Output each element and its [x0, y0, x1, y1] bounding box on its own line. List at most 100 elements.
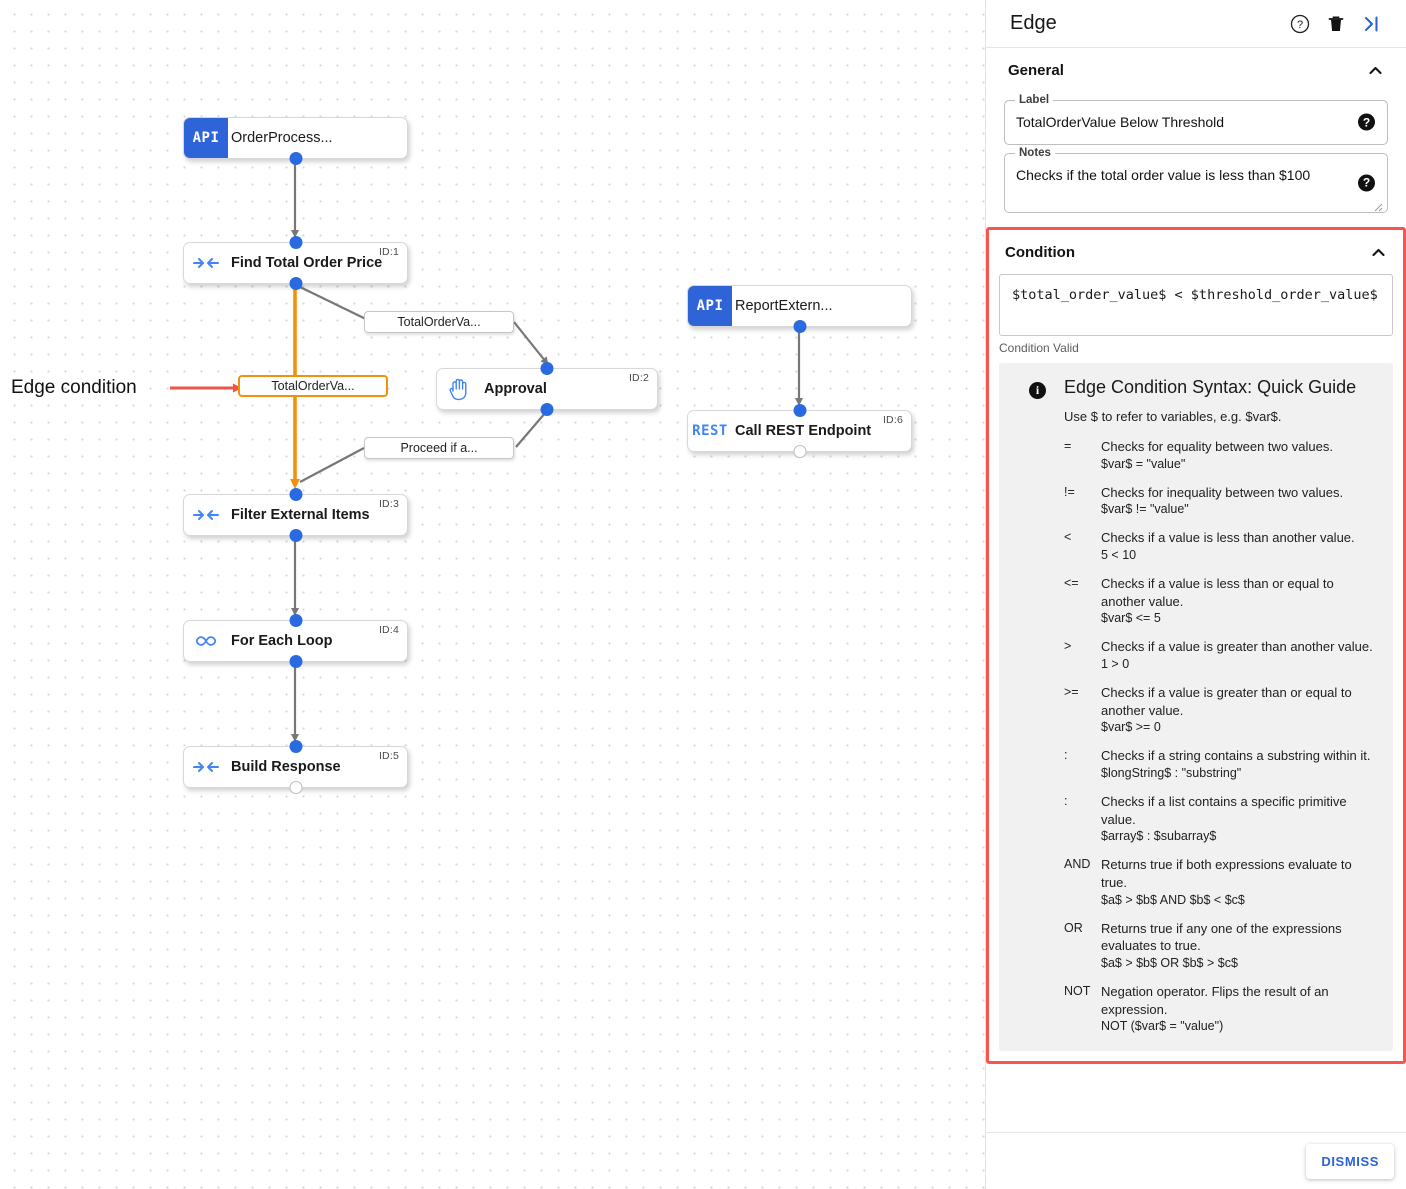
node-id-label: ID:3 [378, 498, 399, 510]
operator-description: Checks if a value is greater than or equ… [1101, 685, 1352, 718]
node-title: Call REST Endpoint [735, 423, 872, 439]
condition-expression-input[interactable]: $total_order_value$ < $threshold_order_v… [999, 274, 1393, 336]
node-filter-external-items[interactable]: Filter External Items ID:3 [183, 488, 408, 542]
node-output-port[interactable] [540, 403, 554, 416]
notes-field-legend: Notes [1015, 146, 1055, 159]
edge-label-total-order-value-selected[interactable]: TotalOrderVa... [238, 375, 388, 397]
chevron-up-icon[interactable] [1366, 61, 1384, 79]
guide-title: Edge Condition Syntax: Quick Guide [1064, 377, 1357, 397]
general-section-title: General [1008, 61, 1064, 79]
notes-help-icon[interactable]: ? [1358, 174, 1375, 192]
operator-example: $var$ = "value" [1101, 456, 1186, 471]
node-output-port[interactable] [289, 655, 302, 668]
node-for-each-loop[interactable]: For Each Loop ID:4 [183, 614, 408, 668]
node-input-port[interactable] [289, 740, 302, 753]
node-output-port[interactable] [289, 529, 302, 542]
label-field-legend: Label [1015, 94, 1054, 106]
guide-header: i Edge Condition Syntax: Quick Guide [1013, 377, 1379, 399]
node-title: Approval [484, 381, 547, 397]
operator-body: Negation operator. Flips the result of a… [1101, 983, 1379, 1035]
svg-text:?: ? [1297, 19, 1303, 31]
operator-symbol: = [1064, 439, 1072, 453]
help-icon[interactable]: ? [1286, 10, 1314, 38]
node-output-port[interactable] [793, 320, 807, 333]
annotation-edge-condition: Edge condition [11, 377, 137, 398]
node-build-response[interactable]: Build Response ID:5 [183, 740, 408, 794]
operator-symbol: AND [1064, 857, 1091, 872]
node-title: Build Response [231, 759, 341, 775]
dismiss-button[interactable]: DISMISS [1306, 1144, 1394, 1179]
node-input-port[interactable] [289, 236, 302, 249]
operator-description: Checks if a value is less than another v… [1101, 530, 1355, 546]
collapse-panel-icon[interactable] [1358, 10, 1386, 38]
operator-row: < Checks if a value is less than another… [1064, 529, 1379, 564]
node-id-label: ID:2 [628, 372, 649, 384]
operator-example: $var$ >= 0 [1101, 720, 1161, 735]
operator-row: <= Checks if a value is less than or equ… [1064, 575, 1379, 627]
transform-icon [184, 747, 228, 787]
node-find-total-order-price[interactable]: Find Total Order Price ID:1 [183, 236, 408, 290]
notes-field[interactable]: Notes Checks if the total order value is… [1004, 146, 1388, 213]
node-order-process[interactable]: API OrderProcess... [183, 117, 408, 165]
operator-example: $array$ : $subarray$ [1101, 829, 1217, 844]
edge-label-total-order-value-upper[interactable]: TotalOrderVa... [364, 311, 514, 333]
operator-description: Checks if a value is less than or equal … [1101, 576, 1334, 609]
node-approval[interactable]: Approval ID:2 [436, 362, 658, 416]
operator-row: = Checks for equality between two values… [1064, 438, 1379, 473]
node-input-port[interactable] [540, 362, 554, 375]
operator-table: = Checks for equality between two values… [1064, 438, 1379, 1035]
operator-symbol: : [1064, 794, 1068, 809]
operator-body: Checks if a value is greater than anothe… [1101, 638, 1379, 673]
node-title: OrderProcess... [231, 130, 333, 146]
operator-example: 1 > 0 [1101, 657, 1130, 672]
operator-symbol: < [1064, 530, 1072, 545]
label-field-value[interactable]: TotalOrderValue Below Threshold [1016, 114, 1225, 130]
node-input-port[interactable] [289, 614, 302, 627]
infinity-icon [184, 621, 228, 661]
operator-example: $a$ > $b$ AND $b$ < $c$ [1101, 892, 1245, 907]
operator-row: OR Returns true if any one of the expres… [1064, 920, 1379, 972]
operator-row: > Checks if a value is greater than anot… [1064, 638, 1379, 673]
operator-symbol: NOT [1064, 984, 1091, 999]
page-title: Edge [1010, 12, 1057, 34]
node-title: Find Total Order Price [231, 255, 383, 271]
operator-symbol: != [1064, 484, 1075, 499]
operator-example: NOT ($var$ = "value") [1101, 1019, 1224, 1034]
edge-connectors [170, 159, 803, 742]
delete-icon[interactable] [1322, 10, 1350, 38]
operator-body: Checks for inequality between two values… [1101, 484, 1379, 519]
operator-body: Checks if a string contains a substring … [1101, 747, 1379, 782]
edge-label-proceed-if-approved[interactable]: Proceed if a... [364, 437, 514, 459]
node-output-port[interactable] [289, 277, 302, 290]
operator-example: 5 < 10 [1101, 548, 1137, 563]
chevron-up-icon[interactable] [1369, 243, 1387, 261]
operator-row: NOT Negation operator. Flips the result … [1064, 983, 1379, 1035]
node-id-label: ID:4 [378, 624, 399, 636]
label-field[interactable]: Label TotalOrderValue Below Threshold ? [1004, 94, 1388, 145]
node-id-label: ID:6 [882, 414, 903, 426]
notes-field-value[interactable]: Checks if the total order value is less … [1016, 166, 1311, 183]
node-output-port[interactable] [289, 152, 302, 165]
transform-icon [184, 495, 228, 535]
node-report-external[interactable]: API ReportExtern... [687, 285, 912, 333]
rest-icon: REST [692, 423, 728, 439]
info-icon: i [1029, 382, 1046, 399]
operator-description: Checks for inequality between two values… [1101, 484, 1344, 500]
operator-symbol: > [1064, 639, 1072, 654]
condition-syntax-guide: i Edge Condition Syntax: Quick Guide Use… [999, 363, 1393, 1052]
flow-canvas[interactable]: Edge condition API OrderProcess... Find … [0, 0, 985, 1189]
node-call-rest-endpoint[interactable]: REST Call REST Endpoint ID:6 [687, 404, 912, 458]
general-section: General Label TotalOrderValue Below Thre… [986, 48, 1406, 219]
node-input-port[interactable] [289, 488, 302, 501]
node-output-port[interactable] [793, 445, 807, 458]
edge-properties-panel: Edge ? [985, 0, 1406, 1189]
node-output-port[interactable] [289, 781, 302, 794]
condition-section-header[interactable]: Condition [989, 230, 1403, 274]
operator-description: Negation operator. Flips the result of a… [1101, 984, 1329, 1017]
operator-example: $a$ > $b$ OR $b$ > $c$ [1101, 956, 1238, 971]
node-input-port[interactable] [793, 404, 807, 417]
notes-resize-handle[interactable] [1373, 199, 1383, 212]
general-section-header[interactable]: General [1002, 48, 1390, 92]
api-icon: API [184, 118, 228, 158]
label-help-icon[interactable]: ? [1358, 113, 1375, 131]
